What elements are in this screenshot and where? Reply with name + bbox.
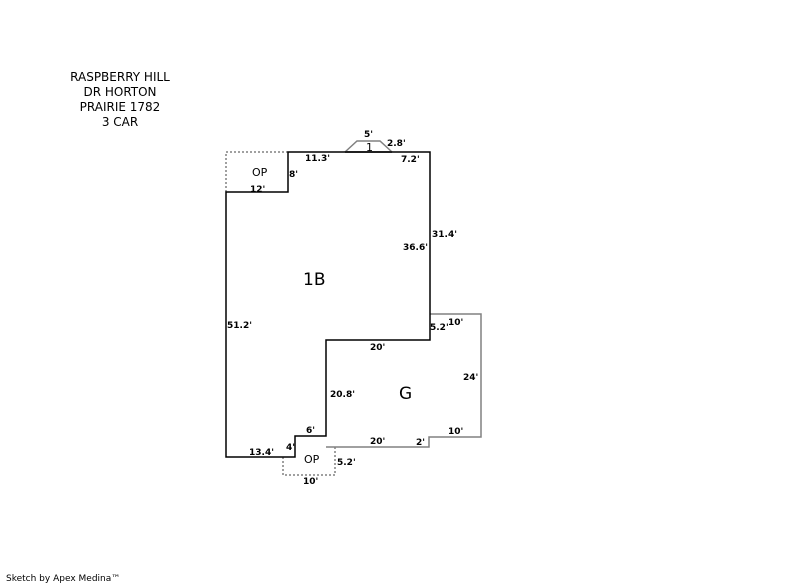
header-line-builder: DR HORTON bbox=[83, 85, 157, 99]
header-line-subdivision: RASPBERRY HILL bbox=[70, 70, 170, 84]
dim-garage-top: 10' bbox=[448, 318, 463, 328]
sketch-credit: Sketch by Apex Medina™ bbox=[6, 574, 121, 584]
garage-label: G bbox=[399, 384, 412, 404]
dim-porch-bottom-side: 5.2' bbox=[337, 458, 356, 468]
bay-label: 1 bbox=[366, 141, 373, 154]
dim-porch-top-bottom: 12' bbox=[250, 185, 265, 195]
dim-porch-bottom-width: 10' bbox=[303, 477, 318, 487]
bay-outline bbox=[344, 140, 393, 153]
dim-garage-step: 2' bbox=[416, 438, 425, 448]
dim-garage-bottom-right: 10' bbox=[448, 427, 463, 437]
header-line-garage: 3 CAR bbox=[101, 115, 139, 129]
living-area-outline bbox=[225, 151, 431, 458]
dim-bottom-left: 13.4' bbox=[249, 448, 274, 458]
dim-garage-inner-left: 20.8' bbox=[330, 390, 355, 400]
dim-bay-side: 2.8' bbox=[387, 139, 406, 149]
sketch-header: RASPBERRY HILL DR HORTON PRAIRIE 1782 3 … bbox=[40, 70, 200, 130]
porch-top-label: OP bbox=[252, 166, 268, 179]
dim-step-right: 5.2' bbox=[430, 323, 449, 333]
porch-bottom-label: OP bbox=[304, 453, 320, 466]
living-area-label: 1B bbox=[303, 270, 325, 290]
dim-garage-inner-top: 20' bbox=[370, 343, 385, 353]
header-line-model: PRAIRIE 1782 bbox=[79, 100, 161, 114]
dim-notch-top: 6' bbox=[306, 426, 315, 436]
garage-outline bbox=[326, 313, 482, 448]
dim-notch-side: 4' bbox=[286, 443, 295, 453]
dim-garage-right: 24' bbox=[463, 373, 478, 383]
dim-right-outer: 31.4' bbox=[432, 230, 457, 240]
porch-top-outline bbox=[225, 151, 288, 192]
dim-top-right: 7.2' bbox=[401, 155, 420, 165]
dim-right-inner: 36.6' bbox=[403, 243, 428, 253]
dim-left: 51.2' bbox=[227, 321, 252, 331]
dim-porch-top-side: 8' bbox=[289, 170, 298, 180]
porch-bottom-outline bbox=[282, 447, 336, 476]
dim-top-left: 11.3' bbox=[305, 154, 330, 164]
dim-bay-top: 5' bbox=[364, 130, 373, 140]
dim-garage-bottom: 20' bbox=[370, 437, 385, 447]
